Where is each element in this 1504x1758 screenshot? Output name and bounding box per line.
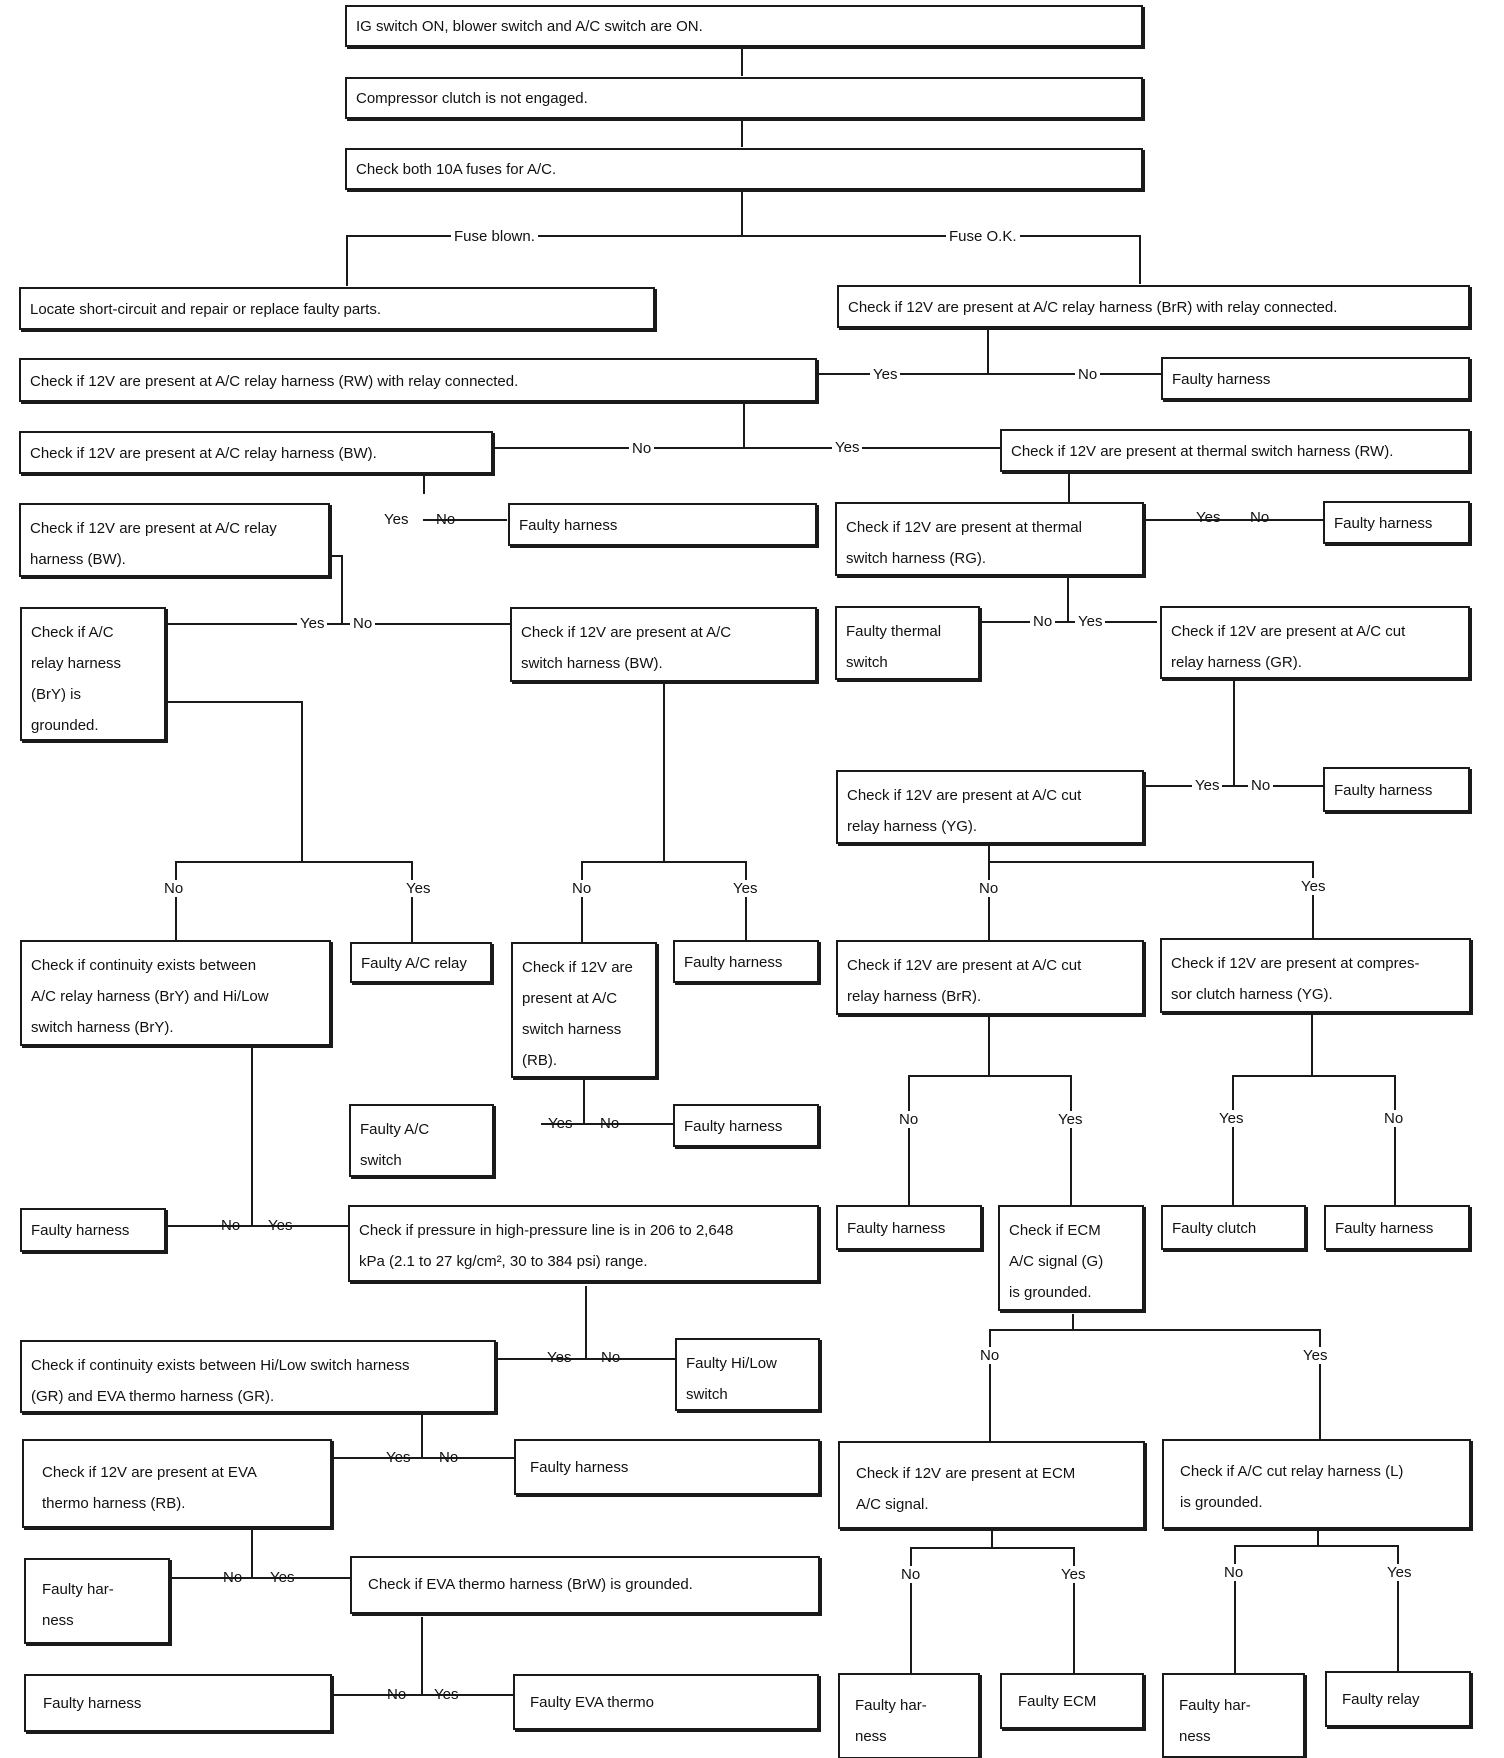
label-yes-2: Yes (832, 439, 863, 456)
faulty-hilow-switch-box: Faulty Hi/Low switch (675, 1338, 820, 1411)
check-switch-rb-box: Check if 12V are present at A/C switch h… (511, 942, 657, 1078)
label-no-16: No (977, 1347, 1003, 1364)
faulty-harness-6-box: Faulty harness (673, 1104, 819, 1147)
faulty-harness-3-box: Faulty harness (1323, 501, 1470, 544)
faulty-harness-8-box: Faulty harness (836, 1205, 982, 1250)
faulty-harness-7-box: Faulty harness (20, 1208, 166, 1252)
label-no-5: No (350, 615, 376, 632)
label-no-20: No (1221, 1564, 1247, 1581)
check-ecm-grounded-box: Check if ECM A/C signal (G) is grounded. (998, 1205, 1144, 1311)
label-yes-4: Yes (1196, 509, 1221, 526)
label-no-14: No (221, 1217, 241, 1234)
faulty-harness-5-box: Faulty harness (673, 940, 819, 983)
label-no-10: No (976, 880, 1002, 897)
check-switch-bw-box: Check if 12V are present at A/C switch h… (510, 607, 817, 682)
label-yes-7: Yes (1192, 777, 1223, 794)
label-yes-15: Yes (547, 1349, 572, 1366)
faulty-harness-9-box: Faulty harness (1324, 1205, 1470, 1250)
label-yes-12: Yes (1216, 1110, 1247, 1127)
faulty-harness-11-box: Faulty har- ness (24, 1558, 170, 1644)
label-no-3: No (436, 511, 456, 528)
check-thermal-rg-box: Check if 12V are present at thermal swit… (835, 502, 1144, 576)
check-cut-relay-l-box: Check if A/C cut relay harness (L) is gr… (1162, 1439, 1471, 1529)
label-no-17: No (439, 1449, 459, 1466)
label-no-7: No (1248, 777, 1274, 794)
faulty-clutch-box: Faulty clutch (1161, 1205, 1306, 1250)
faulty-harness-4-box: Faulty harness (1323, 767, 1470, 812)
check-relay-brr-box: Check if 12V are present at A/C relay ha… (837, 285, 1470, 328)
check-eva-rb-box: Check if 12V are present at EVA thermo h… (22, 1439, 332, 1528)
check-thermal-rw-box: Check if 12V are present at thermal swit… (1000, 429, 1470, 472)
label-yes-10: Yes (1298, 878, 1329, 895)
label-yes-18: Yes (270, 1569, 295, 1586)
label-no-4: No (1250, 509, 1270, 526)
label-no-15: No (601, 1349, 621, 1366)
label-no-6: No (1030, 613, 1056, 630)
faulty-eva-thermo-box: Faulty EVA thermo (513, 1674, 819, 1730)
check-relay-bw-box: Check if 12V are present at A/C relay ha… (19, 431, 493, 474)
faulty-harness-2-box: Faulty harness (508, 503, 817, 546)
label-no-2: No (629, 440, 655, 457)
check-eva-brw-box: Check if EVA thermo harness (BrW) is gro… (350, 1556, 820, 1614)
label-yes-20: Yes (1384, 1564, 1415, 1581)
check-continuity-gr-box: Check if continuity exists between Hi/Lo… (20, 1340, 496, 1413)
label-yes-14: Yes (268, 1217, 293, 1234)
faulty-harness-12-box: Faulty harness (24, 1674, 332, 1732)
faulty-harness-10-box: Faulty harness (514, 1439, 820, 1495)
start-box: IG switch ON, blower switch and A/C swit… (345, 5, 1143, 47)
faulty-harness-14-box: Faulty har- ness (1162, 1673, 1305, 1758)
label-no-11: No (896, 1111, 922, 1128)
label-yes-13: Yes (548, 1115, 573, 1132)
label-no-21: No (387, 1686, 407, 1703)
label-yes-17: Yes (386, 1449, 411, 1466)
check-relay-bry-grounded-box: Check if A/C relay harness (BrY) is grou… (20, 607, 166, 741)
label-no-19: No (898, 1566, 924, 1583)
label-yes-19: Yes (1058, 1566, 1089, 1583)
check-continuity-bry-box: Check if continuity exists between A/C r… (20, 940, 331, 1046)
label-fuse-ok: Fuse O.K. (946, 228, 1020, 245)
label-yes-11: Yes (1055, 1111, 1086, 1128)
label-yes-6: Yes (1075, 613, 1106, 630)
check-fuses-box: Check both 10A fuses for A/C. (345, 148, 1143, 190)
label-yes-5: Yes (297, 615, 328, 632)
label-fuse-blown: Fuse blown. (451, 228, 538, 245)
faulty-harness-1-box: Faulty harness (1161, 357, 1470, 400)
label-no-9: No (569, 880, 595, 897)
check-pressure-box: Check if pressure in high-pressure line … (348, 1205, 819, 1282)
check-ecm-signal-box: Check if 12V are present at ECM A/C sign… (838, 1441, 1145, 1529)
label-yes-1: Yes (870, 366, 901, 383)
label-yes-9: Yes (730, 880, 761, 897)
label-no-13: No (600, 1115, 620, 1132)
faulty-thermal-switch-box: Faulty thermal switch (835, 606, 980, 680)
check-cut-relay-gr-box: Check if 12V are present at A/C cut rela… (1160, 606, 1470, 679)
check-clutch-yg-box: Check if 12V are present at compres- sor… (1160, 938, 1471, 1013)
check-relay-rw-box: Check if 12V are present at A/C relay ha… (19, 358, 817, 402)
faulty-relay-box: Faulty relay (1325, 1671, 1471, 1727)
label-yes-21: Yes (434, 1686, 459, 1703)
label-yes-8: Yes (403, 880, 434, 897)
check-relay-bw-2-box: Check if 12V are present at A/C relay ha… (19, 503, 330, 577)
no-clutch-box: Compressor clutch is not engaged. (345, 77, 1143, 119)
locate-short-box: Locate short-circuit and repair or repla… (19, 287, 655, 330)
label-no-8: No (161, 880, 187, 897)
label-yes-3: Yes (384, 511, 409, 528)
label-no-1: No (1075, 366, 1101, 383)
faulty-ecm-box: Faulty ECM (1000, 1673, 1144, 1729)
label-no-18: No (223, 1569, 243, 1586)
check-cut-relay-brr-box: Check if 12V are present at A/C cut rela… (836, 940, 1144, 1015)
label-yes-16: Yes (1300, 1347, 1331, 1364)
label-no-12: No (1381, 1110, 1407, 1127)
check-cut-relay-yg-box: Check if 12V are present at A/C cut rela… (836, 770, 1144, 844)
faulty-ac-switch-box: Faulty A/C switch (349, 1104, 494, 1177)
faulty-harness-13-box: Faulty har- ness (838, 1673, 980, 1758)
faulty-ac-relay-box: Faulty A/C relay (350, 942, 492, 983)
